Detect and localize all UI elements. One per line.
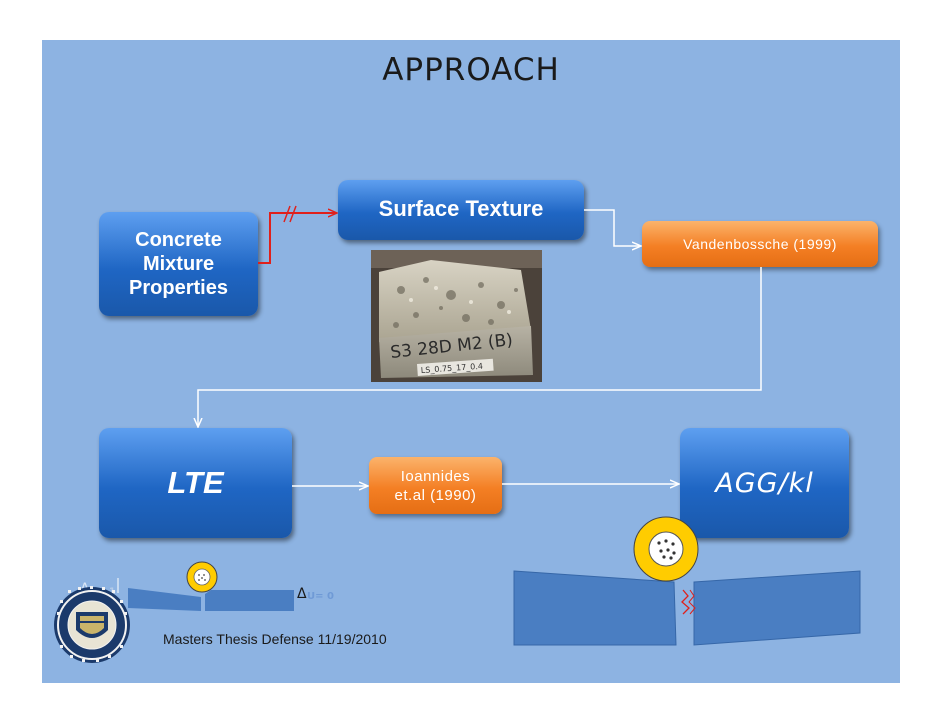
delta-right: Δ (297, 586, 307, 602)
university-seal-logo (54, 586, 130, 663)
ioannides-line-1: Ioannides (400, 467, 471, 485)
connector-concrete-to-surface (258, 213, 336, 264)
ioannides-line-2: et.al (1990) (394, 486, 477, 504)
right-dowel-inner (648, 531, 684, 567)
delta-right-sub: U= 0 (307, 591, 334, 602)
footer-text: Masters Thesis Defense 11/19/2010 (163, 631, 387, 647)
left-dowel-inner (193, 568, 211, 586)
surface-texture-box: Surface Texture (338, 180, 584, 240)
ioannides-box: Ioannides et.al (1990) (369, 457, 502, 514)
aggkl-label: AGG/kl (715, 467, 814, 499)
concrete-line-2: Mixture (142, 253, 215, 275)
break-mark-1 (283, 205, 291, 223)
concrete-line-1: Concrete (135, 229, 222, 251)
concrete-mixture-box: Concrete Mixture Properties (99, 212, 258, 316)
slide-title: APPROACH (382, 52, 560, 88)
lte-box: LTE (99, 428, 292, 538)
crack-texture (681, 589, 690, 615)
connector-surface-to-vandenbossche (584, 209, 640, 246)
surface-texture-label: Surface Texture (378, 196, 544, 221)
lte-label: LTE (167, 465, 224, 500)
aggkl-box: AGG/kl (680, 428, 849, 538)
left-slab-sketch (128, 561, 294, 611)
vandenbossche-box: Vandenbossche (1999) (642, 221, 878, 267)
right-slab-sketch (513, 516, 861, 646)
break-mark-2 (289, 205, 297, 223)
vandenbossche-label: Vandenbossche (1999) (683, 236, 837, 252)
concrete-specimen-photo: S3 28D M2 (B) LS_0.75_17_0.4 (371, 250, 542, 382)
specimen-label: LS_0.75_17_0.4 (421, 362, 484, 375)
concrete-line-3: Properties (129, 277, 228, 299)
connector-vandenbossche-to-lte (198, 267, 762, 426)
